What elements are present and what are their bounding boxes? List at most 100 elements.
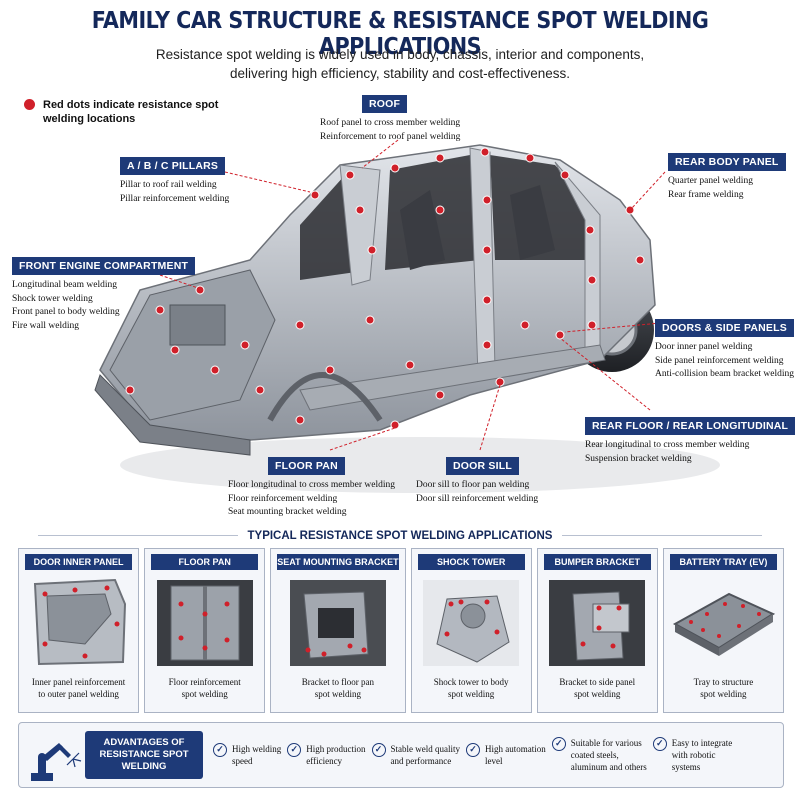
floor-pan-tag: FLOOR PAN	[268, 457, 345, 475]
advantage-line-1: Stable weld quality	[390, 744, 461, 754]
app-caption-line-2: spot welding	[574, 689, 621, 699]
app-caption-line-2: spot welding	[448, 689, 495, 699]
advantage-text: Stable weld quality and performance	[391, 743, 461, 767]
doors-line-3: Anti-collision beam bracket welding	[655, 369, 795, 379]
advantages-title: ADVANTAGES OF RESISTANCE SPOT WELDING	[85, 731, 203, 779]
applications-row: DOOR INNER PANEL Inner panel reinforceme…	[18, 548, 784, 713]
check-icon: ✓	[287, 743, 302, 757]
app-caption-line-2: spot welding	[314, 689, 362, 699]
pillars-line-1: Pillar to roof rail welding	[120, 180, 217, 190]
front-engine-line-2: Shock tower welding	[12, 293, 93, 304]
rear-body-lines: Quarter panel welding Rear frame welding	[668, 175, 786, 202]
check-icon: ✓	[551, 737, 566, 751]
legend: Red dots indicate resistance spot weldin…	[24, 98, 233, 126]
advantage-line-2: and performance	[390, 756, 452, 766]
bumper-bracket-image	[549, 580, 646, 666]
legend-text: Red dots indicate resistance spot weldin…	[43, 99, 219, 125]
front-engine-tag: FRONT ENGINE COMPARTMENT	[12, 257, 196, 275]
rear-body-tag: REAR BODY PANEL	[668, 153, 786, 171]
floor-pan-line-1: Floor longitudinal to cross member weldi…	[228, 480, 396, 490]
app-tag: DOOR INNER PANEL	[25, 554, 133, 570]
advantage-line-2: efficiency	[306, 756, 343, 766]
welding-robot-icon	[31, 743, 82, 781]
door-inner-panel-image	[33, 578, 126, 666]
callout-roof: ROOF Roof panel to cross member welding …	[320, 94, 460, 144]
floor-pan-lines: Floor longitudinal to cross member weldi…	[228, 479, 395, 520]
rear-floor-tag: REAR FLOOR / REAR LONGITUDINAL	[585, 417, 796, 435]
battery-tray-image	[673, 592, 776, 656]
app-caption-line-1: Tray to structure	[693, 677, 754, 687]
roof-tag: ROOF	[362, 95, 408, 113]
check-icon: ✓	[652, 737, 667, 751]
doors-line-2: Side panel reinforcement welding	[655, 355, 784, 366]
page-subtitle: Resistance spot welding is widely used i…	[0, 45, 800, 83]
door-sill-line-2: Door sill reinforcement welding	[416, 493, 539, 504]
app-card-door-inner-panel: DOOR INNER PANEL Inner panel reinforceme…	[18, 548, 140, 713]
front-engine-line-1: Longitudinal beam welding	[12, 280, 118, 290]
advantage-line-2: level	[485, 756, 503, 766]
applications-title: TYPICAL RESISTANCE SPOT WELDING APPLICAT…	[0, 530, 800, 542]
callout-door-sill: DOOR SILL Door sill to floor pan welding…	[416, 456, 538, 506]
advantage-line-2: with robotic	[671, 750, 716, 760]
callout-floor-pan: FLOOR PAN Floor longitudinal to cross me…	[228, 456, 395, 520]
rear-floor-lines: Rear longitudinal to cross member weldin…	[585, 439, 795, 466]
rear-floor-line-2: Suspension bracket welding	[585, 453, 692, 464]
app-caption: Inner panel reinforcement to outer panel…	[19, 676, 138, 700]
app-tag: BUMPER BRACKET	[543, 554, 651, 570]
app-caption: Bracket to floor pan spot welding	[271, 676, 404, 700]
app-caption: Shock tower to body spot welding	[412, 676, 531, 700]
door-sill-line-1: Door sill to floor pan welding	[416, 480, 530, 490]
callout-doors: DOORS & SIDE PANELS Door inner panel wel…	[655, 318, 794, 382]
advantage-item: ✓ High automation level	[466, 743, 546, 767]
app-card-shock-tower: SHOCK TOWER Shock tower to body spot wel…	[410, 548, 532, 713]
front-engine-line-3: Front panel to body welding	[12, 307, 120, 317]
app-tag: FLOOR PAN	[151, 554, 259, 570]
app-caption-line-1: Shock tower to body	[433, 677, 509, 687]
advantages-title-line-1: ADVANTAGES OF	[103, 737, 185, 748]
shock-tower-image	[423, 580, 520, 666]
advantage-line-1: High automation	[485, 744, 546, 754]
app-tag: SHOCK TOWER	[417, 554, 525, 570]
check-icon: ✓	[371, 743, 386, 757]
advantage-line-1: Suitable for various	[570, 738, 642, 748]
app-caption-line-1: Floor reinforcement	[168, 677, 241, 687]
advantages-title-line-2: RESISTANCE SPOT WELDING	[99, 749, 189, 772]
check-icon: ✓	[213, 743, 227, 757]
rear-body-line-1: Quarter panel welding	[668, 176, 753, 186]
subtitle-line-2: delivering high efficiency, stability an…	[230, 66, 570, 81]
door-sill-tag: DOOR SILL	[446, 457, 519, 475]
app-caption-line-2: spot welding	[700, 689, 747, 699]
app-caption-line-1: Bracket to floor pan	[301, 677, 375, 687]
floor-pan-line-3: Seat mounting bracket welding	[228, 507, 347, 517]
pillars-lines: Pillar to roof rail welding Pillar reinf…	[120, 179, 229, 206]
app-caption-line-2: to outer panel welding	[38, 689, 119, 699]
app-card-seat-mounting-bracket: SEAT MOUNTING BRACKET Bracket to floor p…	[270, 548, 406, 713]
app-caption: Tray to structure spot welding	[664, 676, 783, 700]
app-tag: BATTERY TRAY (EV)	[669, 554, 777, 570]
app-card-bumper-bracket: BUMPER BRACKET Bracket to side panel spo…	[536, 548, 658, 713]
front-engine-line-4: Fire wall welding	[12, 320, 80, 331]
callout-rear-body: REAR BODY PANEL Quarter panel welding Re…	[668, 152, 786, 202]
floor-pan-line-2: Floor reinforcement welding	[228, 493, 338, 504]
callout-front-engine: FRONT ENGINE COMPARTMENT Longitudinal be…	[12, 256, 196, 333]
red-dot-icon	[24, 99, 35, 110]
subtitle-line-1: Resistance spot welding is widely used i…	[155, 47, 645, 62]
pillars-line-2: Pillar reinforcement welding	[120, 193, 230, 204]
doors-line-1: Door inner panel welding	[655, 342, 753, 352]
check-icon: ✓	[466, 743, 480, 757]
front-engine-lines: Longitudinal beam welding Shock tower we…	[12, 279, 195, 333]
app-caption-line-1: Bracket to side panel	[559, 677, 636, 687]
seat-bracket-image	[289, 580, 386, 666]
advantages-bar: ADVANTAGES OF RESISTANCE SPOT WELDING ✓ …	[18, 722, 784, 788]
app-card-floor-pan: FLOOR PAN Floor reinforcement spot weldi…	[144, 548, 266, 713]
rear-floor-line-1: Rear longitudinal to cross member weldin…	[585, 440, 750, 450]
advantage-line-2: coated steels,	[570, 750, 619, 760]
roof-lines: Roof panel to cross member welding Reinf…	[320, 117, 460, 144]
app-card-battery-tray: BATTERY TRAY (EV) Tray to structure spot…	[662, 548, 784, 713]
